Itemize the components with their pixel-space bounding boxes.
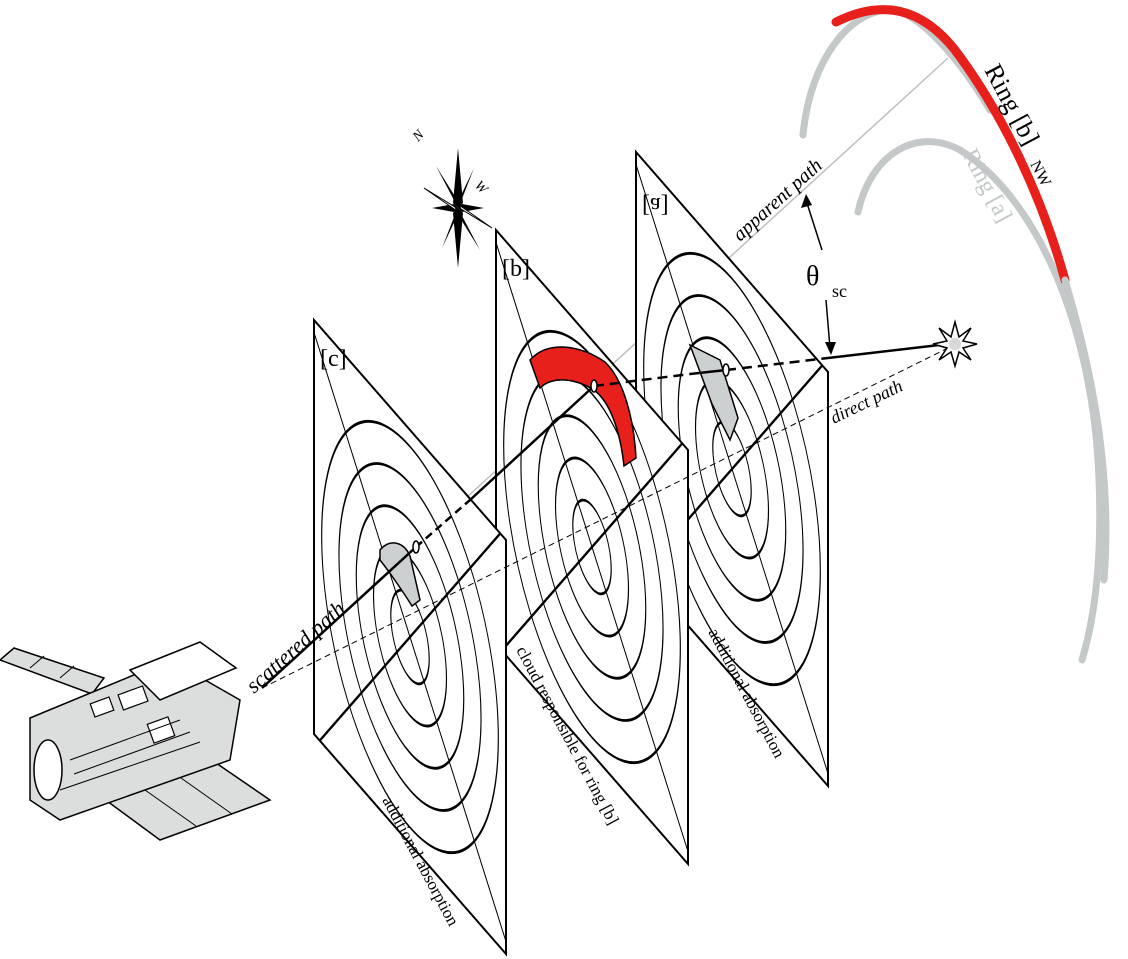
hubble-telescope-icon xyxy=(0,641,272,841)
direct-path-label: direct path xyxy=(827,376,906,428)
panel-c-highlight xyxy=(379,542,421,608)
panel-a-tag: [a] xyxy=(642,192,669,218)
scattered-path-segment-7 xyxy=(827,342,949,360)
ring-b-arc-red xyxy=(831,5,1070,285)
theta-arrowhead-up xyxy=(801,194,812,208)
compass-rose-icon xyxy=(423,148,493,268)
scattered-path-segment-5 xyxy=(689,368,727,376)
theta-arrow-up xyxy=(805,199,823,251)
panel-c-tag: [c] xyxy=(320,346,347,372)
star-source-icon xyxy=(932,319,978,369)
theta-subscript: sc xyxy=(832,281,847,301)
panel-b-tag: [b] xyxy=(502,256,530,282)
direct-path-line xyxy=(261,347,949,689)
panel-b xyxy=(495,227,689,867)
scattered-path-segment-3 xyxy=(469,385,595,501)
apparent-path-label: apparent path xyxy=(729,154,827,245)
compass-w-label: W xyxy=(471,178,491,198)
ring-b-arc-gray-lower xyxy=(1061,276,1110,584)
compass-n-label: N xyxy=(410,127,428,145)
panel-b-red-arc xyxy=(529,346,637,468)
ring-a-arc xyxy=(854,138,1104,664)
scatter-point-c xyxy=(412,540,420,554)
scattered-path-segment-4 xyxy=(593,372,691,388)
scattered-path-segment-2 xyxy=(415,499,471,548)
scatter-point-b xyxy=(590,379,598,393)
panel-c xyxy=(313,317,507,957)
scatter-point-a xyxy=(722,363,730,377)
panel-a-highlight xyxy=(688,343,739,442)
theta-arrow-down xyxy=(825,299,831,349)
ring-b-arc-gray xyxy=(799,6,994,139)
panel-a xyxy=(635,149,829,789)
ring-a-label: Ring [a] xyxy=(957,145,1017,227)
theta-arrowhead-down xyxy=(825,342,836,355)
scattered-path-segment-1 xyxy=(261,546,417,689)
scattered-path-segment-6 xyxy=(725,356,829,372)
theta-symbol: θ xyxy=(806,261,819,292)
